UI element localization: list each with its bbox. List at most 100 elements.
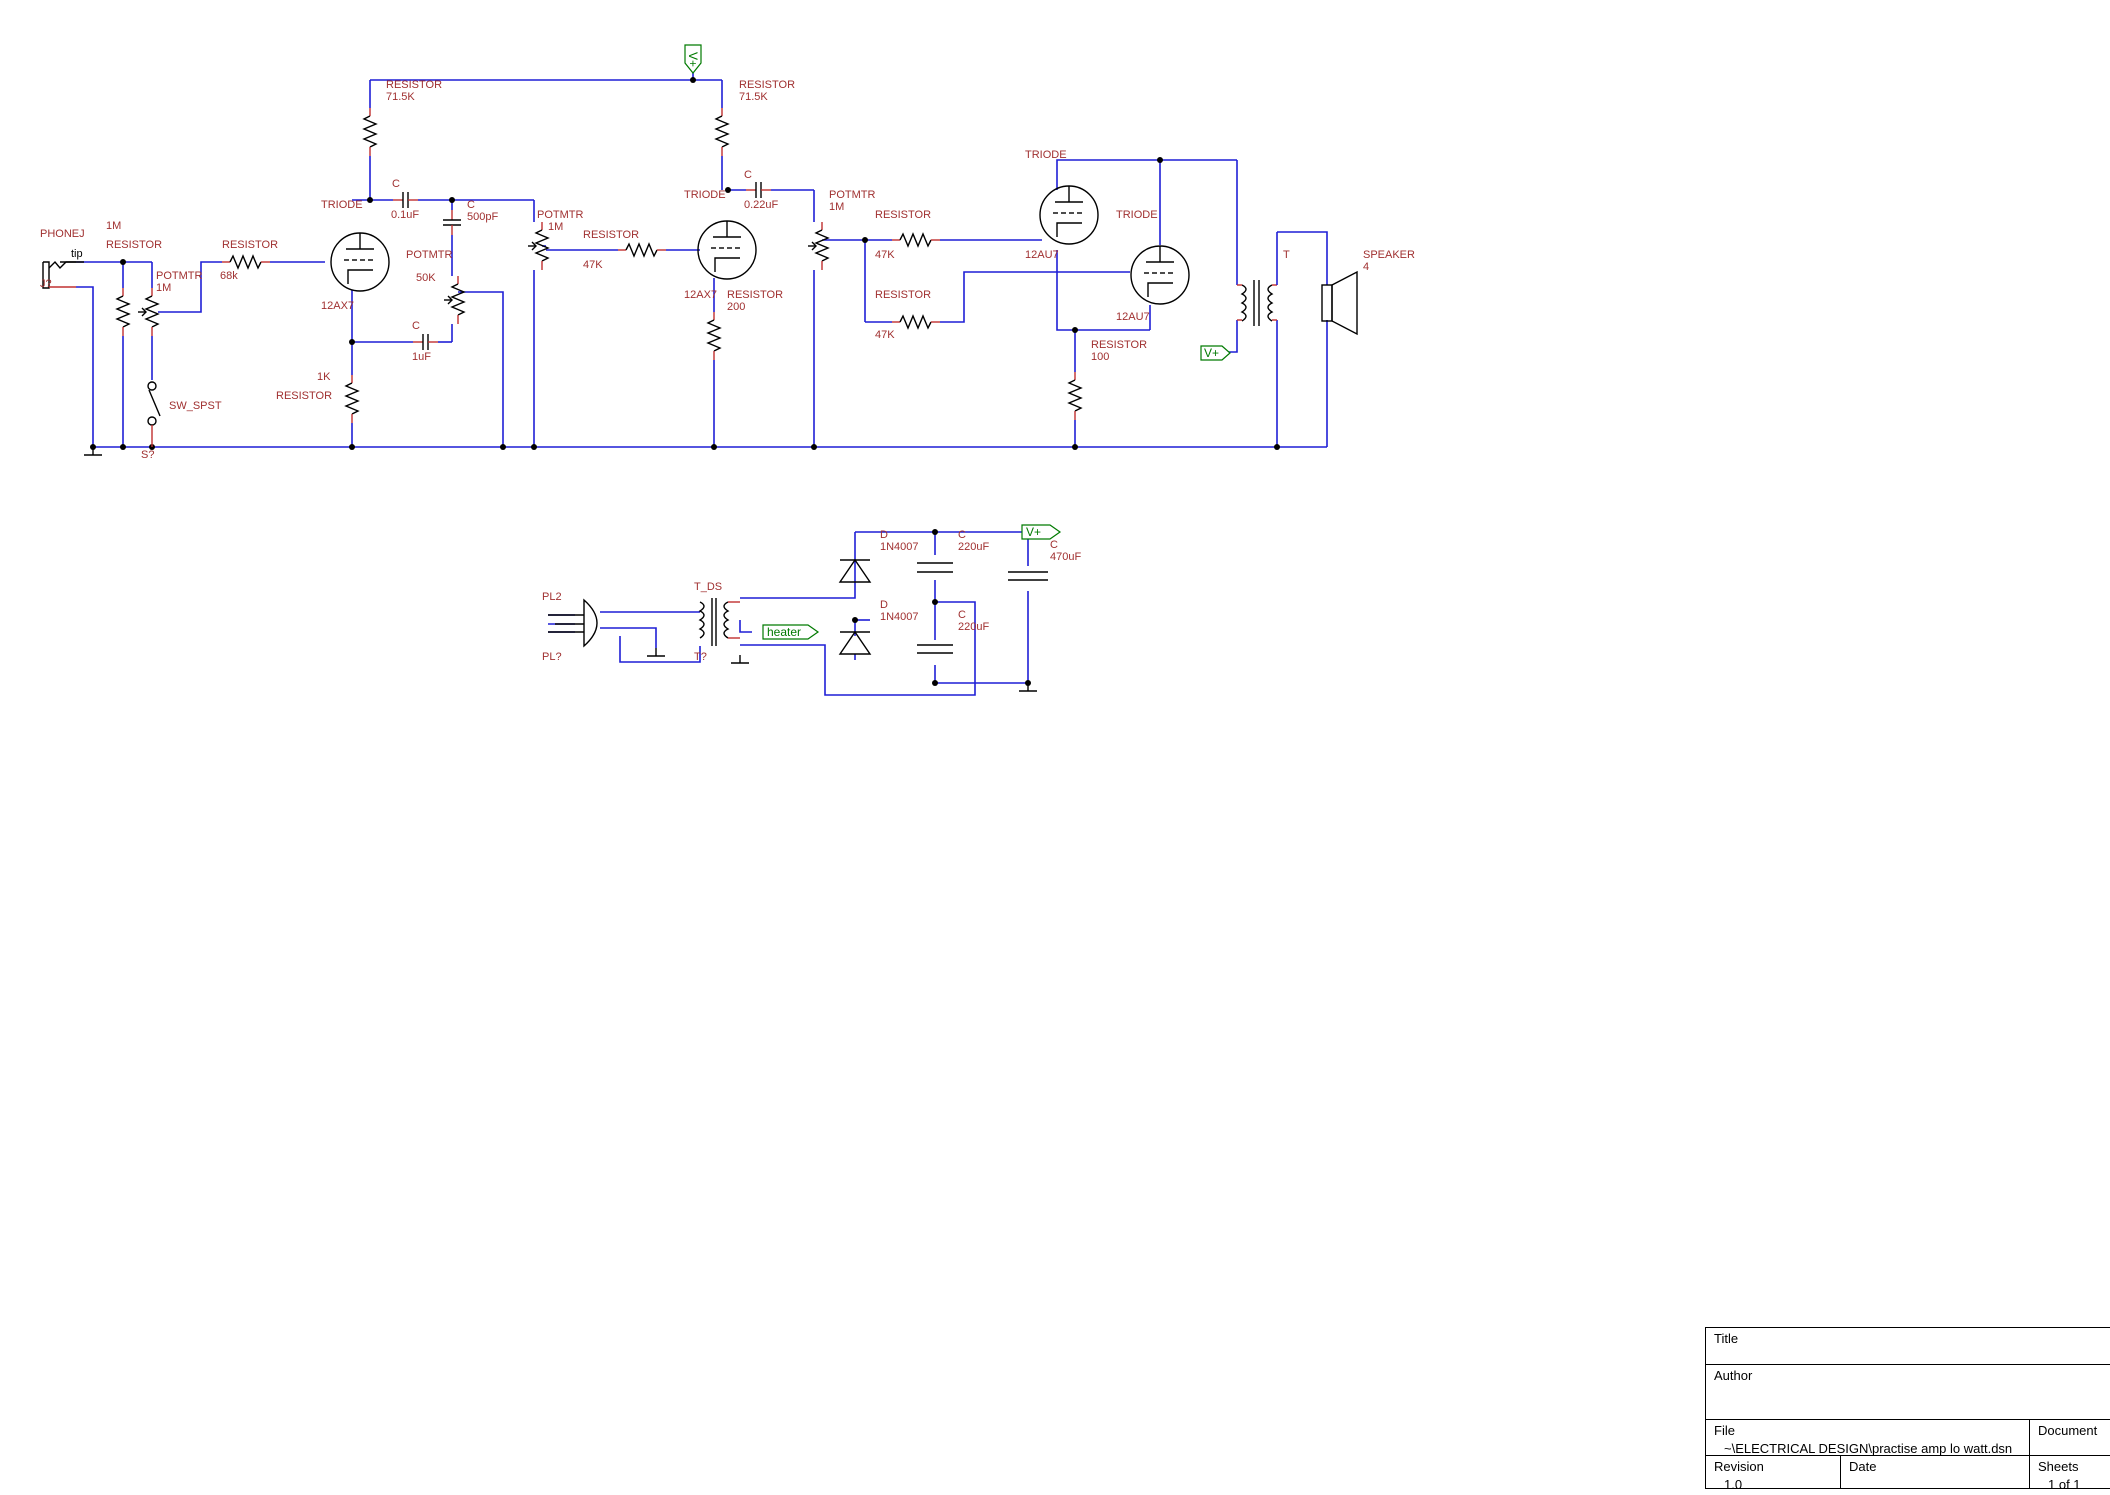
label-c7-name: C [1050,539,1058,551]
resistor-200 [707,311,721,361]
label-rtop2-val: 71.5K [739,91,768,103]
label-c2-name: C [467,199,475,211]
label-tri3-name: TRIODE [1025,149,1067,161]
date-label: Date [1849,1459,1877,1474]
cap-220uf-a [917,562,953,573]
mains-plug [548,598,598,648]
resistor-71k5-a [363,107,377,157]
triode-12ax7-b [697,220,757,280]
sheets-value: 1 of 1 [2048,1477,2081,1492]
label-c2-val: 500pF [467,211,498,223]
flag-vplus-mid: V+ [1200,345,1231,361]
resistor-1m [116,287,130,337]
ground-symbol-psu [1018,682,1038,692]
speaker [1321,270,1358,336]
label-d1-val: 1N4007 [880,541,919,553]
author-label: Author [1714,1368,1753,1383]
label-d1-name: D [880,529,888,541]
label-r1k-val: 1K [317,371,331,383]
resistor-100 [1068,371,1082,421]
flag-vplus-ps: V+ [1021,524,1062,540]
label-tri4-name: TRIODE [1116,209,1158,221]
cap-0u22 [745,181,772,199]
label-sw-name: SW_SPST [169,400,222,412]
ground-symbol-secondary [730,654,750,664]
resistor-68k [221,255,271,269]
label-r47b-name: RESISTOR [875,209,931,221]
label-phonej: PHONEJ [40,228,85,240]
label-plq: PL? [542,651,562,663]
output-transformer [1237,232,1278,326]
label-c7-val: 470uF [1050,551,1081,563]
psu-wires [548,531,1029,696]
cap-500pf [442,209,462,236]
revision-cell: Revision 1.0 [1705,1455,1841,1492]
psu-junctions [852,529,1031,686]
label-tri4-val: 12AU7 [1116,311,1150,323]
pot-1m-input [137,287,159,337]
label-pot2-name: POTMTR [406,249,452,261]
diode-2 [838,630,872,655]
cap-0u1 [392,191,419,209]
label-c3-val: 1uF [412,351,431,363]
document-label: Document [2038,1423,2098,1438]
label-c5-val: 220uF [958,541,989,553]
label-tip: tip [71,248,83,260]
label-r1k-name: RESISTOR [276,390,332,402]
label-pot2-val: 50K [416,272,436,284]
author-cell: Author [1705,1364,2110,1420]
label-pot3-name: POTMTR [537,209,583,221]
label-r100-val: 100 [1091,351,1109,363]
label-c6-val: 220uF [958,621,989,633]
revision-label: Revision [1714,1459,1764,1474]
amp-wires [76,73,1328,448]
power-transformer [698,598,740,646]
sheets-label: Sheets [2038,1459,2079,1474]
junction-dots [90,77,1280,450]
label-c4-name: C [744,169,752,181]
label-tri1-name: TRIODE [321,199,363,211]
triode-12au7-b [1130,245,1190,305]
label-pot1-name: POTMTR [156,270,202,282]
cap-1uf [412,333,439,351]
label-r200-name: RESISTOR [727,289,783,301]
resistor-47k-a [617,243,667,257]
label-tri2-name: TRIODE [684,189,726,201]
label-pot3-val: 1M [548,221,563,233]
revision-value: 1.0 [1724,1477,1743,1492]
label-jq: J? [40,278,52,290]
label-pot1-val: 1M [156,282,171,294]
date-cell: Date [1840,1455,2030,1489]
label-r200-val: 200 [727,301,745,313]
resistor-47k-b [891,233,941,247]
label-r47c-val: 47K [875,329,895,341]
triode-12ax7-a [330,232,390,292]
document-cell: Document [2029,1419,2110,1456]
flag-vplus-top: V+ [684,44,702,74]
label-d2-val: 1N4007 [880,611,919,623]
label-r47a-val: 47K [583,259,603,271]
svg-text:heater: heater [767,625,801,639]
label-r47b-val: 47K [875,249,895,261]
label-c4-val: 0.22uF [744,199,779,211]
flag-heater: heater [762,624,820,640]
label-tri2-val: 12AX7 [684,289,717,301]
pot-1m-tone [807,221,829,271]
label-r100-name: RESISTOR [1091,339,1147,351]
title-block: Title Author File ~\ELECTRICAL DESIGN\pr… [1705,1327,2110,1492]
ground-symbol-primary [646,647,666,657]
file-label: File [1714,1423,1735,1438]
pot-1m-volume [527,221,549,271]
pot-50k [443,275,465,325]
diode-1 [838,558,872,583]
label-d2-name: D [880,599,888,611]
label-c6-name: C [958,609,966,621]
label-tri3-val: 12AU7 [1025,249,1059,261]
label-c3-name: C [412,320,420,332]
label-c5-name: C [958,529,966,541]
title-label: Title [1714,1331,1739,1346]
label-pl2: PL2 [542,591,562,603]
file-value: ~\ELECTRICAL DESIGN\practise amp lo watt… [1724,1441,2013,1456]
file-cell: File ~\ELECTRICAL DESIGN\practise amp lo… [1705,1419,2030,1456]
